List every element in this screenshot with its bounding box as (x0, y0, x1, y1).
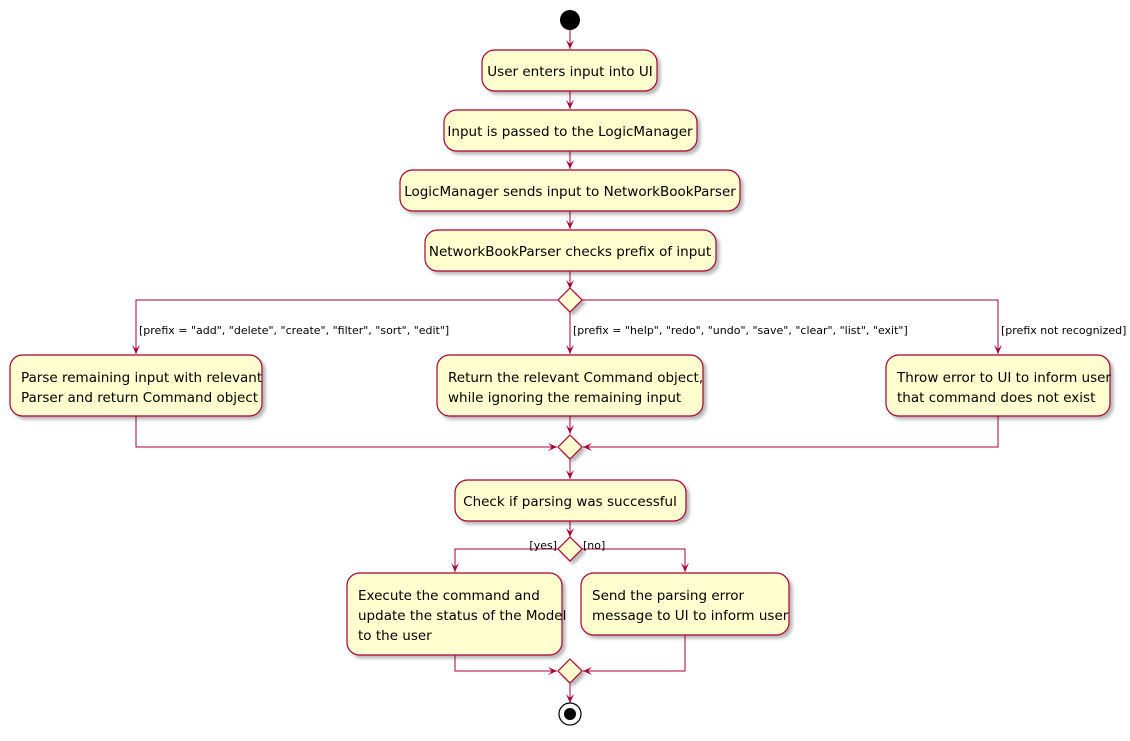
arrowhead (548, 667, 557, 675)
flow-d2-to-merge (583, 635, 686, 672)
activity-label-line: Send the parsing error (592, 588, 744, 604)
arrowhead (566, 345, 574, 354)
guard-label-not-recognized: [prefix not recognized] (1001, 324, 1126, 337)
flow-d1-to-merge (454, 655, 557, 672)
arrowhead (451, 563, 459, 572)
parse-success-merge-diamond (557, 658, 583, 684)
activity-label-line: update the status of the Model (358, 608, 566, 624)
activity-label-line: Return the relevant Command object, (448, 370, 703, 386)
activity-label-line: Input is passed to the LogicManager (447, 124, 693, 140)
activity-check-parsing-success: Check if parsing was successful (454, 479, 687, 522)
activity-input-passed-to-logicmanager: Input is passed to the LogicManager (443, 109, 698, 152)
arrowhead (566, 40, 574, 49)
activity-label-line: Execute the command and (358, 588, 540, 604)
activity-label-line: that command does not exist (897, 390, 1095, 406)
arrowhead (583, 443, 592, 451)
activity-label-line: message to UI to inform user (592, 608, 789, 624)
activity-label: Check if parsing was successful (463, 494, 677, 510)
activity-label: LogicManager sends input to NetworkBookP… (404, 184, 736, 200)
flow-b1-to-merge (135, 416, 557, 448)
flow-yes-to-d1 (454, 548, 558, 572)
activity-label-line: User enters input into UI (487, 64, 652, 80)
decision-diamonds (557, 287, 583, 684)
flow-split-to-b3 (582, 299, 999, 354)
end-node (558, 702, 582, 726)
arrowhead (681, 563, 689, 572)
start-node (560, 10, 580, 30)
arrowheads (132, 40, 1002, 703)
arrowhead (566, 280, 574, 289)
activity-label: User enters input into UI (487, 64, 652, 80)
activity-parser-checks-prefix: NetworkBookParser checks prefix of input (424, 229, 717, 272)
activity-user-enters-input: User enters input into UI (481, 49, 658, 92)
activity-label: Execute the command and update the status… (358, 588, 566, 644)
flow-no-to-d2 (582, 548, 686, 572)
arrowhead (132, 345, 140, 354)
activity-label: Send the parsing error message to UI to i… (592, 588, 789, 624)
activity-label-line: LogicManager sends input to NetworkBookP… (404, 184, 736, 200)
activity-label: Throw error to UI to inform user that com… (896, 370, 1111, 406)
arrowhead (566, 100, 574, 109)
arrowhead (583, 667, 592, 675)
activity-label-line: Check if parsing was successful (463, 494, 677, 510)
prefix-merge-diamond (557, 434, 583, 460)
arrowhead (566, 220, 574, 229)
arrowhead (566, 694, 574, 703)
activity-label: NetworkBookParser checks prefix of input (429, 244, 711, 260)
arrowhead (566, 470, 574, 479)
activity-label-line: NetworkBookParser checks prefix of input (429, 244, 711, 260)
guard-label-yes: [yes] (529, 539, 557, 552)
flow-b3-to-merge (583, 416, 999, 448)
activity-label-line: Throw error to UI to inform user (896, 370, 1111, 386)
arrowhead (566, 528, 574, 537)
arrowhead (566, 160, 574, 169)
activity-label: Return the relevant Command object, while… (448, 370, 703, 406)
activity-throw-error: Throw error to UI to inform user that com… (885, 354, 1111, 417)
activity-label: Input is passed to the LogicManager (447, 124, 693, 140)
activity-execute-command: Execute the command and update the status… (346, 572, 566, 656)
guard-label-no: [no] (583, 539, 605, 552)
arrowhead (566, 425, 574, 434)
flow-lines (135, 30, 999, 703)
parse-success-decision-diamond (557, 536, 583, 562)
guard-label-simple-prefix: [prefix = "help", "redo", "undo", "save"… (573, 324, 908, 337)
activity-logicmanager-sends-input: LogicManager sends input to NetworkBookP… (399, 169, 741, 212)
flow-split-to-b1 (135, 299, 558, 354)
activity-send-parsing-error: Send the parsing error message to UI to i… (580, 572, 790, 636)
guard-label-known-prefix: [prefix = "add", "delete", "create", "fi… (139, 324, 449, 337)
arrowhead (994, 345, 1002, 354)
prefix-decision-diamond (557, 287, 583, 313)
activity-label-line: Parser and return Command object (21, 390, 258, 406)
activity-label-line: Parse remaining input with relevant (21, 370, 262, 386)
arrowhead (548, 443, 557, 451)
activity-return-command-object: Return the relevant Command object, while… (436, 354, 704, 417)
activity-label-line: while ignoring the remaining input (448, 390, 681, 406)
activity-label-line: to the user (358, 628, 432, 644)
